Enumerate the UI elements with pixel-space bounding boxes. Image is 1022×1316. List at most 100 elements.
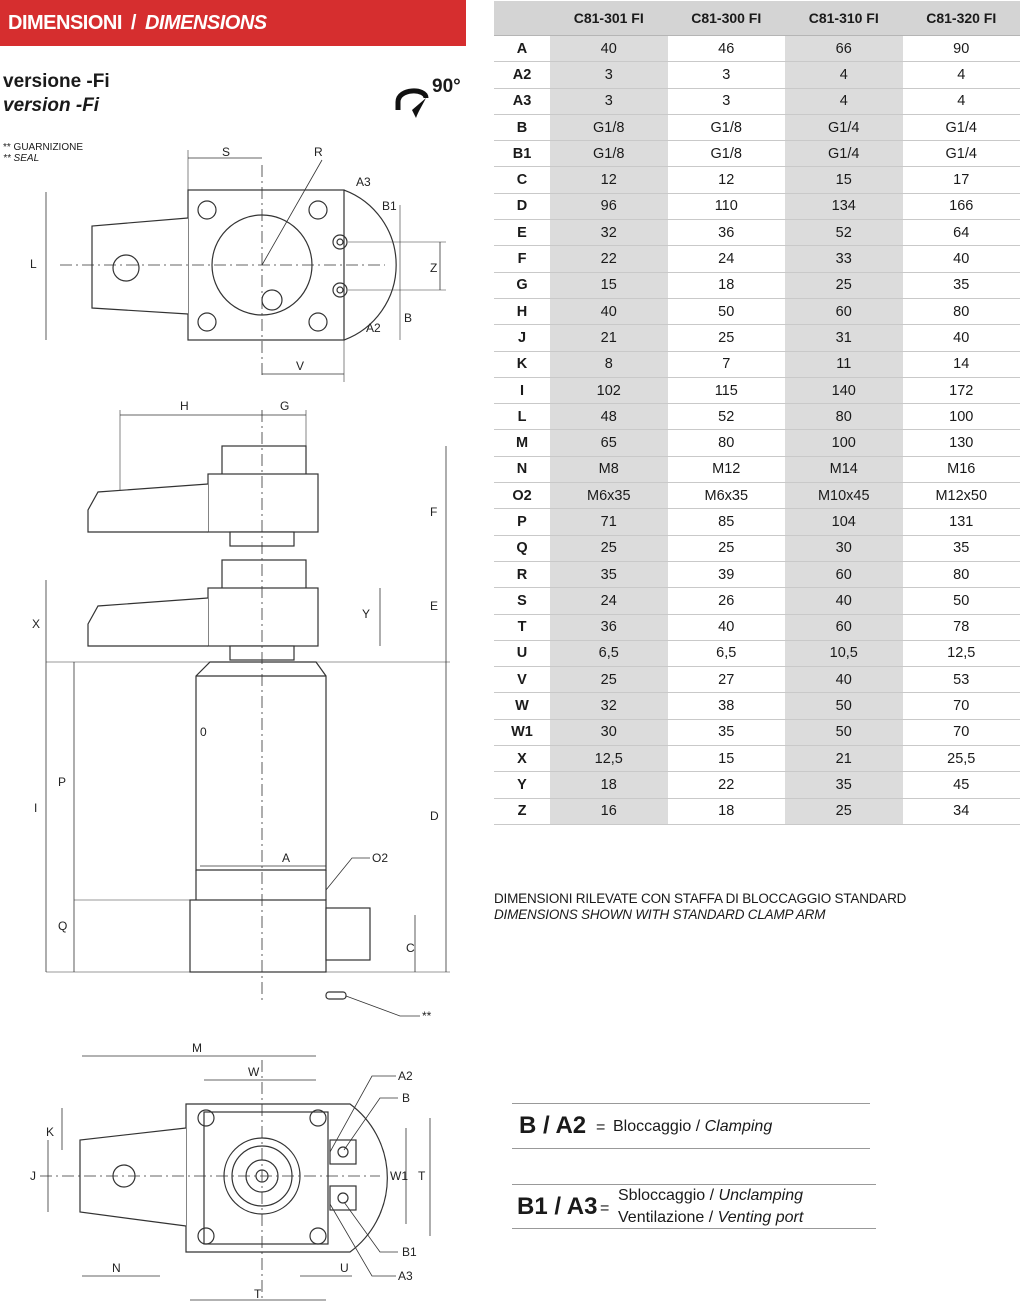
rotation-degrees: 90°	[432, 76, 461, 97]
table-row-label: Z	[494, 798, 550, 825]
dim-label-i: I	[34, 801, 37, 815]
table-cell: 24	[550, 587, 668, 615]
table-row-label: X	[494, 745, 550, 773]
table-cell: 90	[902, 35, 1020, 63]
table-cell: 15	[785, 166, 903, 194]
table-cell: 40	[667, 614, 785, 641]
table-cell: 40	[550, 35, 668, 63]
table-cell: 85	[667, 508, 785, 536]
table-row-label: N	[494, 456, 550, 484]
legend-divider	[512, 1184, 876, 1185]
dim-label-a: A	[282, 851, 290, 865]
table-row-label: A3	[494, 88, 550, 115]
table-cell: 3	[550, 88, 668, 115]
table-cell: 80	[667, 429, 785, 457]
dim-label-h: H	[180, 399, 189, 413]
table-cell: 15	[667, 745, 785, 773]
table-cell: 102	[550, 377, 668, 405]
table-cell: 131	[902, 508, 1020, 536]
table-cell: 96	[550, 193, 668, 221]
table-cell: 50	[902, 587, 1020, 615]
table-cell: 50	[667, 298, 785, 326]
table-cell: 60	[785, 561, 903, 589]
table-cell: 36	[550, 614, 668, 641]
dim-label-a3: A3	[356, 175, 371, 189]
dim-label-p: P	[58, 775, 66, 789]
dim-label-v: V	[296, 359, 304, 373]
table-cell: 100	[785, 429, 903, 457]
dim-label-e: E	[430, 599, 438, 613]
table-cell: 35	[902, 535, 1020, 562]
table-cell: G1/8	[667, 114, 785, 142]
table-cell: 32	[550, 692, 668, 720]
table-cell: 4	[785, 88, 903, 115]
dim-label-w1: W1	[390, 1169, 408, 1183]
version-label: versione -Fi version -Fi	[3, 70, 110, 118]
table-cell: 140	[785, 377, 903, 405]
legend-divider	[512, 1103, 870, 1104]
table-cell: 21	[550, 324, 668, 352]
table-cell: 18	[550, 771, 668, 799]
table-cell: 60	[785, 298, 903, 326]
table-row-label: P	[494, 508, 550, 536]
dim-label-r: R	[314, 145, 323, 159]
table-cell: 25	[667, 535, 785, 562]
rotation-indicator: 90°	[392, 76, 472, 120]
dim-label-s: S	[222, 145, 230, 159]
side-view-drawing	[45, 410, 450, 1017]
section-banner: DIMENSIONI / DIMENSIONS	[0, 0, 466, 46]
table-cell: 7	[667, 351, 785, 378]
table-cell: 40	[785, 666, 903, 694]
dim-label-d: D	[430, 809, 439, 823]
legend-divider	[512, 1228, 876, 1229]
dim-label-n: N	[112, 1261, 121, 1275]
dim-label-t-right: T	[418, 1169, 426, 1183]
dim-label-a2-bottom: A2	[398, 1069, 413, 1083]
dim-label-w: W	[248, 1065, 260, 1079]
dimensions-table: C81-301 FI C81-300 FI C81-310 FI C81-320…	[494, 1, 1020, 825]
rotation-arrow-icon	[395, 88, 429, 118]
note-italian: DIMENSIONI RILEVATE CON STAFFA DI BLOCCA…	[494, 891, 907, 906]
table-cell: 22	[667, 771, 785, 799]
table-cell: 66	[785, 35, 903, 63]
table-cell: 134	[785, 193, 903, 221]
table-row-label: C	[494, 166, 550, 194]
table-cell: 8	[550, 351, 668, 378]
table-row-label: G	[494, 272, 550, 299]
top-view-drawing	[45, 150, 446, 382]
seal-italian: ** GUARNIZIONE	[3, 142, 84, 153]
table-cell: 104	[785, 508, 903, 536]
table-cell: 166	[902, 193, 1020, 221]
table-cell: 14	[902, 351, 1020, 378]
title-english: DIMENSIONS	[144, 11, 267, 34]
table-cell: 70	[902, 692, 1020, 720]
table-cell: 25	[785, 272, 903, 299]
table-cell: G1/4	[785, 140, 903, 168]
table-cell: 110	[667, 193, 785, 221]
table-cell: 80	[785, 403, 903, 431]
legend-text-unclamping: Sbloccaggio / Unclamping Ventilazione / …	[618, 1185, 803, 1229]
table-cell: 39	[667, 561, 785, 589]
dim-label-j: J	[30, 1169, 36, 1183]
table-cell: 40	[550, 298, 668, 326]
version-english: version -Fi	[3, 95, 100, 116]
table-row-label: A	[494, 35, 550, 63]
table-cell: 78	[902, 614, 1020, 641]
table-cell: 80	[902, 298, 1020, 326]
table-cell: M6x35	[550, 482, 668, 510]
table-cell: M12	[667, 456, 785, 484]
